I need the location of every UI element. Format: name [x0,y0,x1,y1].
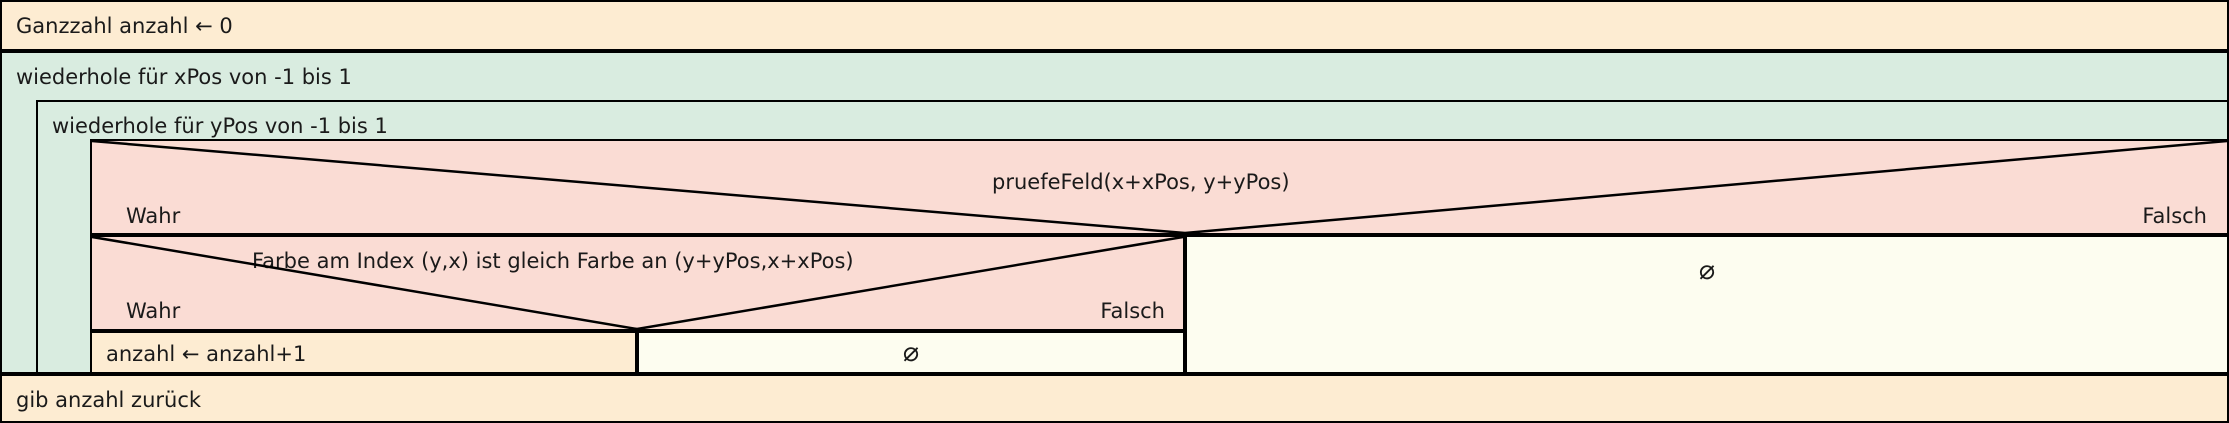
statement-return-anzahl-label: gib anzahl zurück [16,388,202,412]
branch-pruefefeld-false-empty[interactable]: ⌀ [1185,235,2229,374]
condition-pruefefeld-true-label: Wahr [126,204,181,228]
loop-xpos-label: wiederhole für xPos von -1 bis 1 [16,65,352,89]
condition-pruefefeld-false-label: Falsch [2142,204,2207,228]
statement-increment-anzahl-label: anzahl ← anzahl+1 [106,342,307,366]
loop-ypos-label: wiederhole für yPos von -1 bis 1 [52,114,388,138]
condition-farbe-vergleich-true-label: Wahr [126,299,181,323]
statement-declaration[interactable]: Ganzzahl anzahl ← 0 [0,0,2229,51]
condition-farbe-vergleich-false-label: Falsch [1100,299,1165,323]
condition-pruefefeld[interactable]: pruefeFeld(x+xPos, y+yPos) Wahr Falsch [90,139,2229,235]
condition-farbe-vergleich[interactable]: Farbe am Index (y,x) ist gleich Farbe an… [90,235,1185,331]
condition-farbe-vergleich-label: Farbe am Index (y,x) ist gleich Farbe an… [252,249,854,273]
statement-increment-anzahl[interactable]: anzahl ← anzahl+1 [90,331,637,374]
statement-return-anzahl[interactable]: gib anzahl zurück [0,374,2229,423]
condition-pruefefeld-label: pruefeFeld(x+xPos, y+yPos) [992,170,1290,194]
empty-statement-icon: ⌀ [1698,255,1716,286]
branch-farbe-vergleich-false-empty[interactable]: ⌀ [637,331,1185,374]
empty-statement-icon: ⌀ [902,337,920,368]
statement-declaration-label: Ganzzahl anzahl ← 0 [16,14,233,38]
